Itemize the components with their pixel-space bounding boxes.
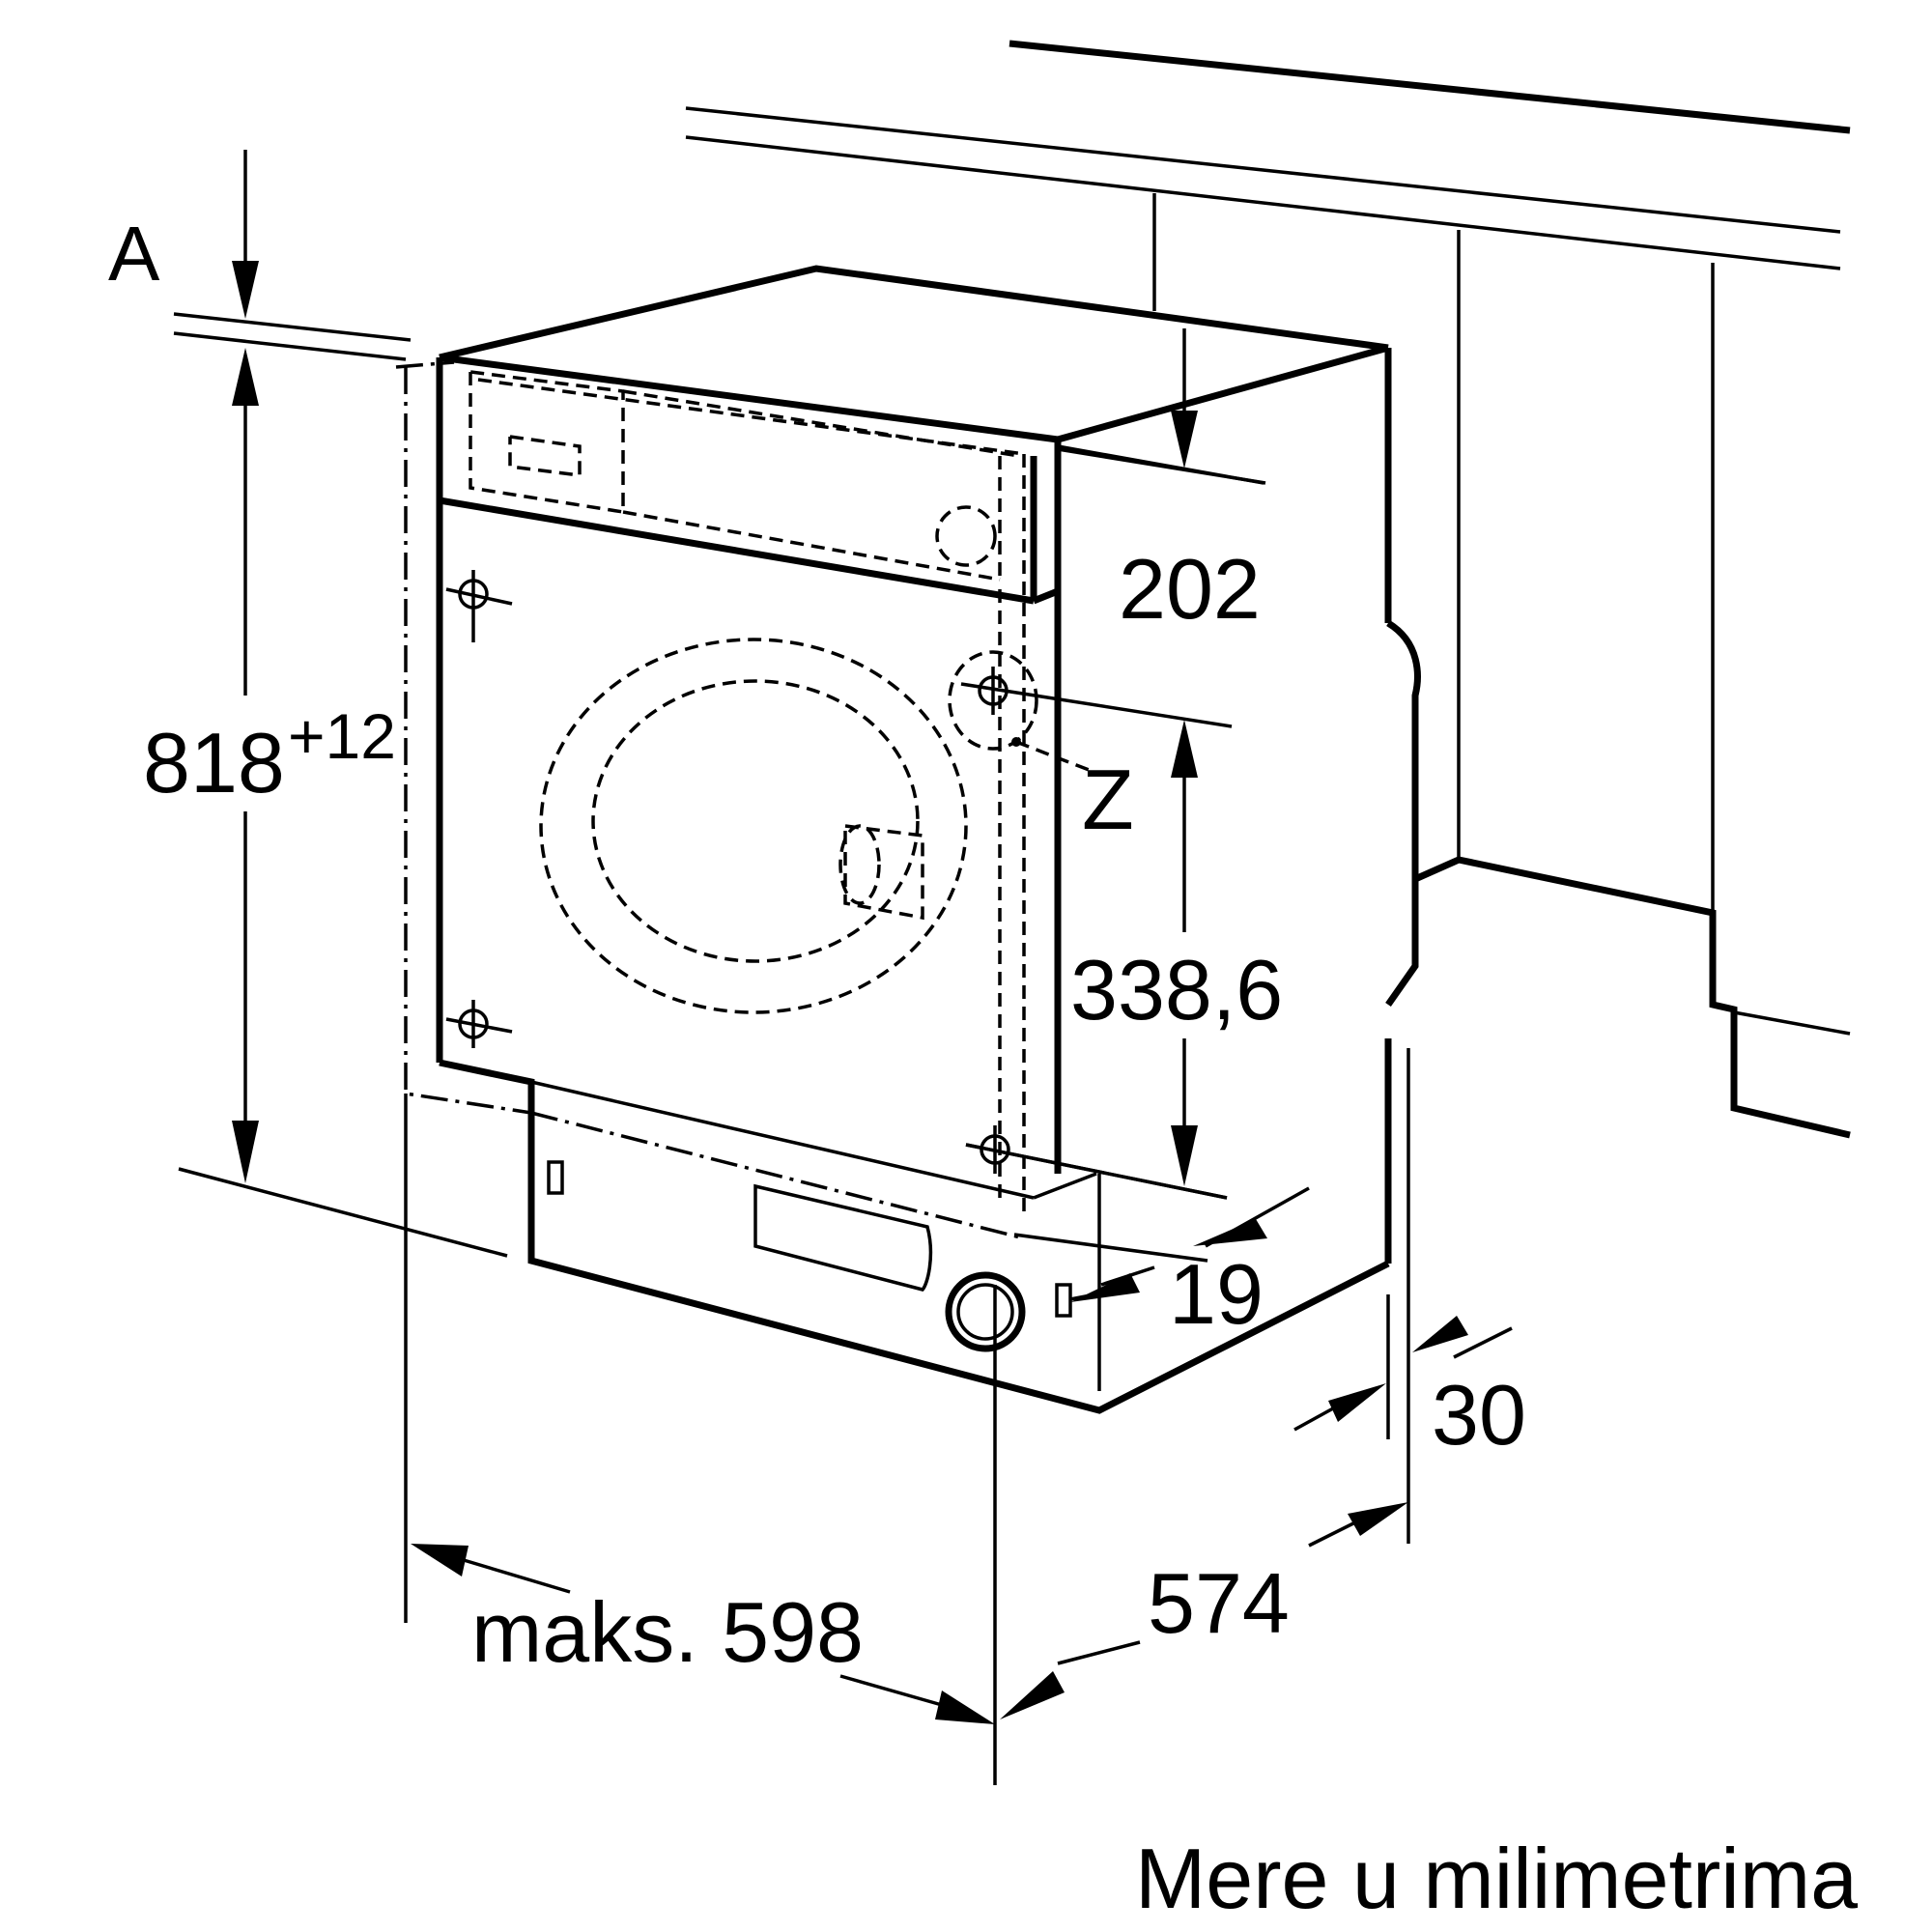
hidden-lines: [395, 360, 1038, 1240]
units-note: Mere u milimetrima: [1135, 1831, 1858, 1926]
mount-symbol: [445, 1000, 513, 1048]
worktop: [685, 40, 1851, 913]
label-z: Z: [1082, 752, 1134, 847]
mounting-points: [445, 570, 1233, 1200]
label-19: 19: [1169, 1246, 1264, 1342]
label-30: 30: [1432, 1367, 1526, 1463]
label-574: 574: [1148, 1555, 1290, 1651]
washing-machine: [436, 265, 1392, 1414]
mount-symbol: [445, 570, 513, 642]
label-height: 818: [143, 715, 285, 810]
plinth-details: [547, 1160, 1122, 1352]
mount-symbol: [960, 667, 1233, 728]
adjacent-cabinet: [1385, 620, 1851, 1139]
dimension-lines: [173, 150, 1513, 1785]
label-202: 202: [1119, 541, 1261, 637]
label-height-tolerance: +12: [288, 700, 396, 772]
label-a: A: [108, 211, 160, 297]
label-max-width: maks. 598: [471, 1584, 864, 1680]
label-338-6: 338,6: [1070, 942, 1283, 1037]
